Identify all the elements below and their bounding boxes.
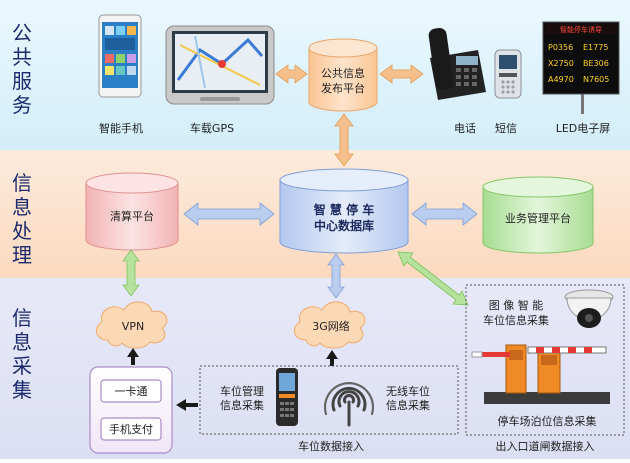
image-collection-label-2: 车位信息采集 <box>483 313 549 327</box>
business-platform-cylinder <box>482 176 594 254</box>
business-platform-label: 业务管理平台 <box>505 211 571 225</box>
smartphone-icon <box>98 14 142 98</box>
clearing-platform-label: 清算平台 <box>110 209 154 223</box>
wireless-sensor-icon <box>323 382 375 427</box>
spot-mgmt-label-1: 车位管理 <box>220 384 264 398</box>
led-row-1a: P0356 <box>548 43 573 52</box>
arrow-center-3g <box>327 253 345 299</box>
public-platform-cylinder <box>308 38 378 112</box>
car-gps-icon <box>165 25 275 105</box>
telephone-icon <box>428 27 486 100</box>
smartphone-label: 智能手机 <box>99 121 143 135</box>
vpn-cloud <box>95 301 168 349</box>
public-platform-label-1: 公共信息 <box>321 66 365 80</box>
arrow-collection-3g <box>326 350 338 366</box>
clearing-platform-cylinder <box>85 172 179 251</box>
led-row-3b: N7605 <box>583 75 609 84</box>
arrow-platform-phone <box>379 64 424 84</box>
sms-phone-icon <box>494 49 522 99</box>
arrow-platform-center <box>334 113 354 167</box>
svg-text:公共服务: 公共服务 <box>12 21 32 117</box>
lot-collection-label: 停车场泊位信息采集 <box>498 414 597 428</box>
wireless-label-1: 无线车位 <box>386 384 430 398</box>
card-payment-button <box>100 379 162 403</box>
gate-access-label: 出入口道闸数据接入 <box>496 439 595 453</box>
telephone-label: 电话 <box>454 122 476 135</box>
led-screen-label: LED电子屏 <box>556 122 611 135</box>
svg-text:信息采集: 信息采集 <box>12 306 32 402</box>
spot-access-label: 车位数据接入 <box>298 439 364 453</box>
public-platform-label-2: 发布平台 <box>321 81 365 95</box>
center-database-label-2: 中心数据库 <box>314 218 374 233</box>
led-row-2a: X2750 <box>548 59 574 68</box>
led-row-1b: E1775 <box>583 43 608 52</box>
spot-mgmt-label-2: 信息采集 <box>220 398 264 412</box>
parking-gate-icon <box>471 344 610 404</box>
arrow-center-gate <box>397 251 469 306</box>
mobile-payment-label: 手机支付 <box>109 422 153 436</box>
handheld-terminal-icon <box>276 368 298 426</box>
band-label-public-service: 公共服务 <box>12 21 32 117</box>
mobile-payment-button <box>100 417 162 441</box>
arrow-collection-payment <box>176 399 198 411</box>
band-label-info-collection: 信息采集 <box>12 306 32 402</box>
wireless-label-2: 信息采集 <box>386 398 430 412</box>
arrow-payment-vpn <box>127 348 139 365</box>
center-database-label-1: 智 慧 停 车 <box>313 202 375 217</box>
spot-access-box <box>199 365 459 435</box>
arrow-clearing-center <box>183 202 275 226</box>
led-row-2b: BE306 <box>583 59 609 68</box>
arrow-clearing-vpn <box>122 249 140 297</box>
3g-cloud <box>293 301 366 349</box>
led-row-3a: A4970 <box>548 75 574 84</box>
sms-label: 短信 <box>495 121 517 135</box>
arrow-center-business <box>411 202 478 226</box>
card-payment-label: 一卡通 <box>115 385 148 398</box>
vpn-label: VPN <box>122 320 144 333</box>
center-database-cylinder <box>279 168 409 254</box>
3g-label: 3G网络 <box>312 319 350 333</box>
arrow-gps-platform <box>275 64 308 84</box>
led-screen-icon: 智能停车诱导 P0356 E1775 X2750 BE306 A4970 N76… <box>542 21 620 114</box>
car-gps-label: 车载GPS <box>190 121 234 135</box>
band-label-info-processing: 信息处理 <box>12 171 32 267</box>
dome-camera-icon <box>564 289 614 328</box>
led-sign-title: 智能停车诱导 <box>560 25 602 34</box>
svg-text:信息处理: 信息处理 <box>12 171 32 267</box>
gate-access-box <box>465 284 625 436</box>
image-collection-label-1: 图 像 智 能 <box>489 298 544 312</box>
